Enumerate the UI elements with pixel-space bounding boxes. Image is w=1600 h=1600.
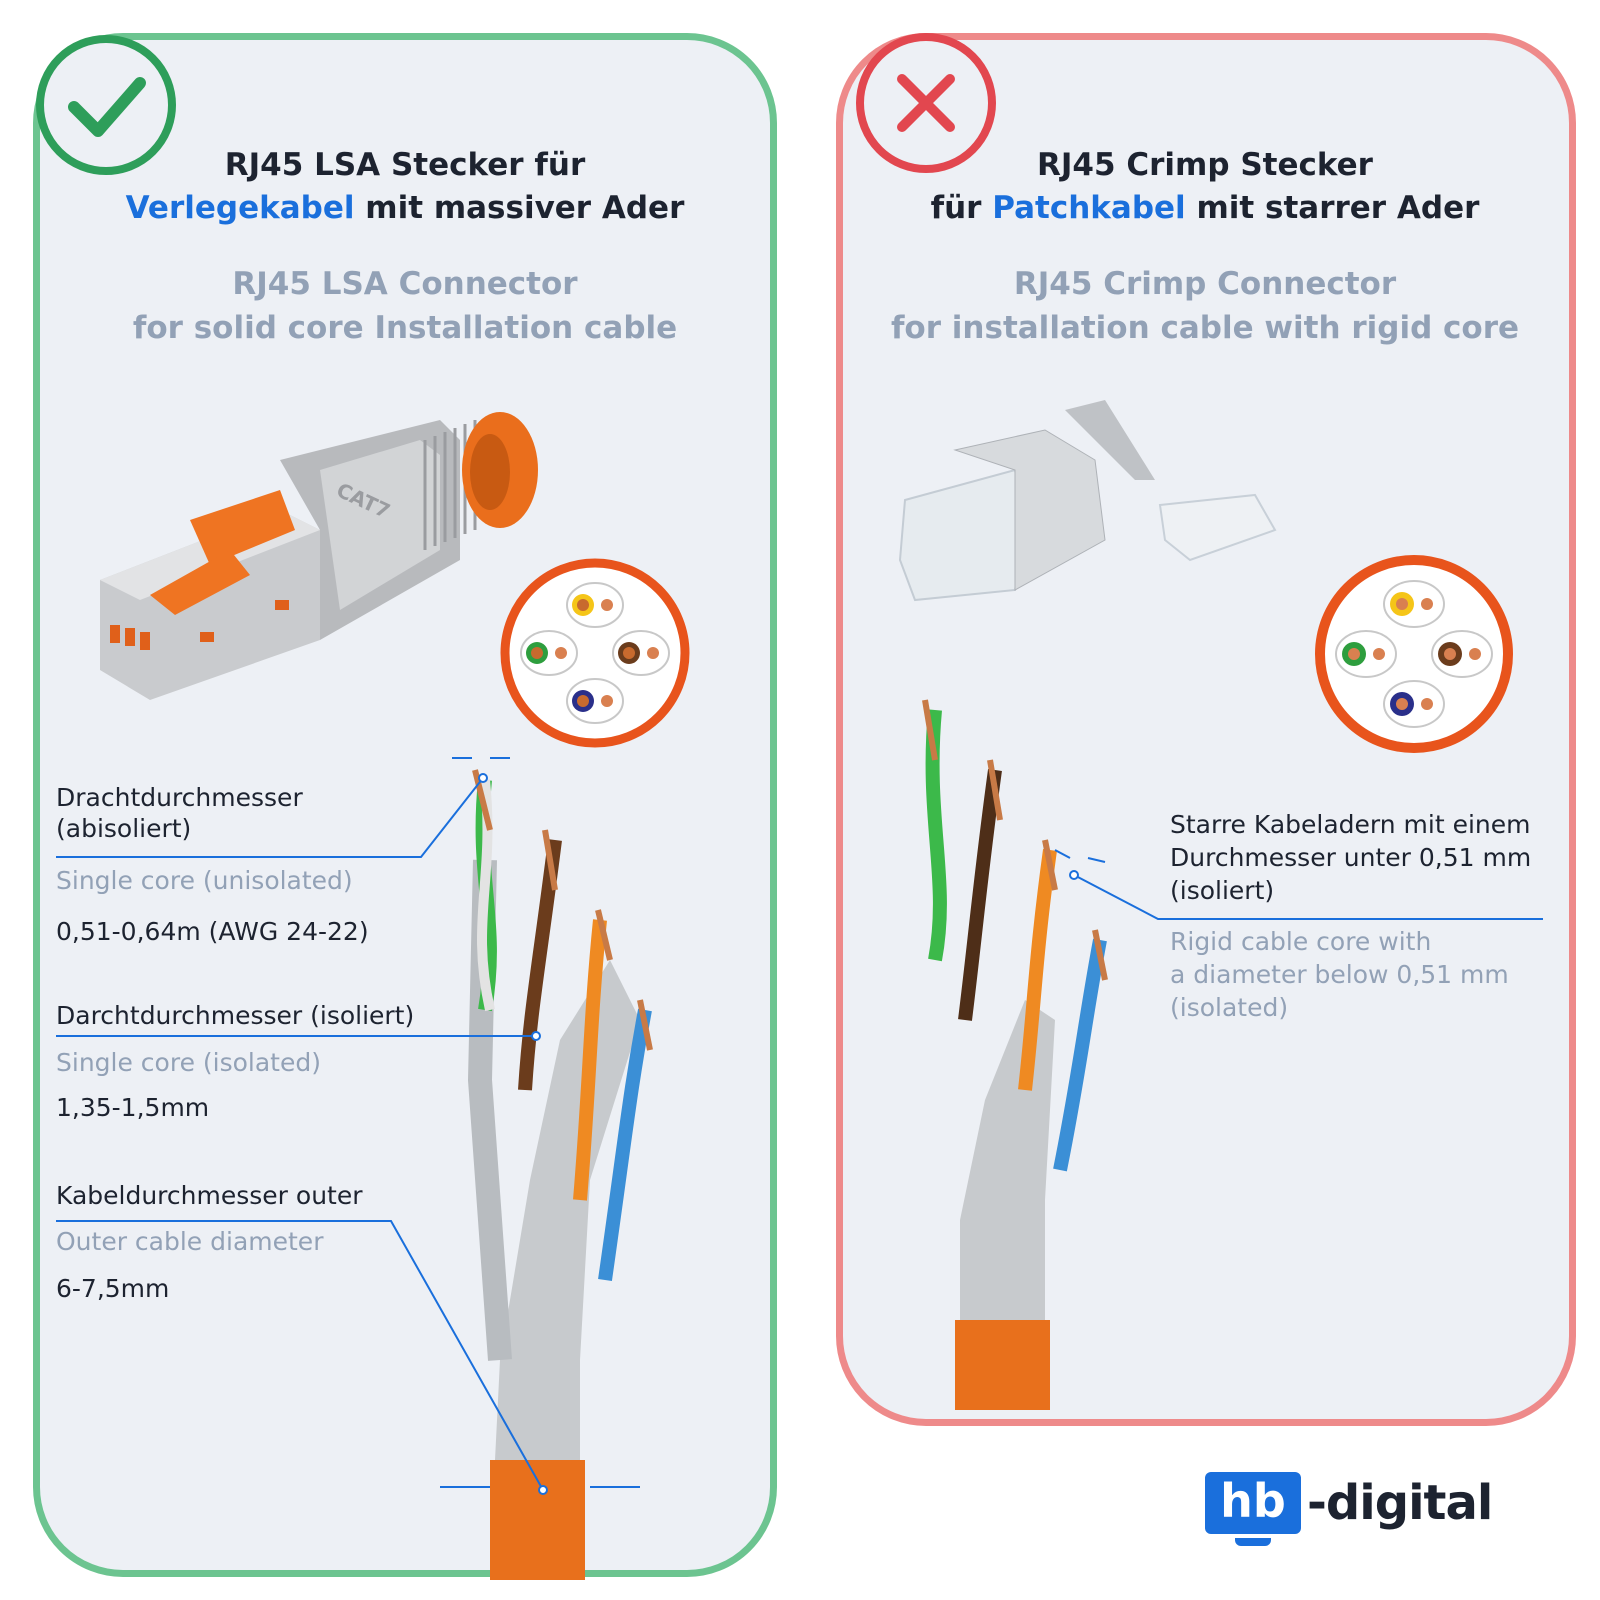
spec-outer-diameter: Kabeldurchmesser outer bbox=[56, 1181, 363, 1210]
spec-en: Outer cable diameter bbox=[56, 1227, 324, 1256]
title-rest: mit massiver Ader bbox=[354, 190, 685, 226]
spec-divider bbox=[1158, 918, 1543, 920]
spec-en-line: a diameter below 0,51 mm bbox=[1170, 960, 1509, 989]
spec-de-line: Starre Kabeladern mit einem bbox=[1170, 810, 1531, 839]
title-line2: Verlegekabel mit massiver Ader bbox=[80, 187, 730, 230]
spec-de-line2: (abisoliert) bbox=[56, 814, 192, 843]
title-line1: RJ45 Crimp Stecker bbox=[1037, 147, 1373, 183]
title-line2: für Patchkabel mit starrer Ader bbox=[880, 187, 1530, 230]
spec-de-line: Durchmesser unter 0,51 mm bbox=[1170, 843, 1532, 872]
left-subtitle: RJ45 LSA Connector for solid core Instal… bbox=[60, 262, 750, 350]
spec-en: Single core (unisolated) bbox=[56, 866, 353, 895]
subtitle-line1: RJ45 Crimp Connector bbox=[1013, 266, 1397, 302]
right-title: RJ45 Crimp Stecker für Patchkabel mit st… bbox=[880, 144, 1530, 230]
lsa-connector-image: CAT7 bbox=[100, 412, 538, 700]
spec-de: Drachtdurchmesser bbox=[56, 783, 303, 812]
spec-wire-diameter-insulated: Darchtdurchmesser (isoliert) bbox=[56, 1001, 415, 1030]
subtitle-line2: for installation cable with rigid core bbox=[890, 310, 1520, 346]
title-rest: mit starrer Ader bbox=[1185, 190, 1480, 226]
spec-en-line: Rigid cable core with bbox=[1170, 927, 1432, 956]
spec-rigid-core-de: Starre Kabeladern mit einem Durchmesser … bbox=[1170, 808, 1531, 907]
lsa-connector-panel bbox=[33, 33, 777, 1577]
left-title: RJ45 LSA Stecker für Verlegekabel mit ma… bbox=[80, 144, 730, 230]
spec-wire-diameter-stripped: Drachtdurchmesser (abisoliert) bbox=[56, 782, 303, 844]
crimp-connector-image bbox=[898, 400, 1277, 602]
spec-value: 0,51-0,64m (AWG 24-22) bbox=[56, 917, 369, 946]
checkmark-icon bbox=[36, 35, 176, 175]
title-accent: Verlegekabel bbox=[125, 190, 355, 226]
spec-rigid-core-en: Rigid cable core with a diameter below 0… bbox=[1170, 925, 1509, 1024]
cross-icon bbox=[856, 33, 996, 173]
left-cable-image bbox=[467, 769, 653, 1580]
spec-value: 6-7,5mm bbox=[56, 1274, 170, 1303]
spec-value: 1,35-1,5mm bbox=[56, 1093, 210, 1122]
logo-text: -digital bbox=[1307, 1475, 1493, 1531]
right-subtitle: RJ45 Crimp Connector for installation ca… bbox=[860, 262, 1550, 350]
spec-en-line: (isolated) bbox=[1170, 993, 1289, 1022]
logo-box-text: hb bbox=[1220, 1474, 1286, 1528]
right-cable-image bbox=[922, 699, 1108, 1410]
cable-cross-section-left bbox=[500, 558, 690, 748]
cable-cross-section-right bbox=[1315, 555, 1513, 753]
title-pre: für bbox=[930, 190, 993, 226]
logo-box: hb bbox=[1205, 1472, 1301, 1546]
spec-de-line: (isoliert) bbox=[1170, 876, 1275, 905]
subtitle-line1: RJ45 LSA Connector bbox=[232, 266, 578, 302]
title-accent: Patchkabel bbox=[992, 190, 1186, 226]
subtitle-line2: for solid core Installation cable bbox=[132, 310, 678, 346]
monitor-stand-icon bbox=[1235, 1538, 1271, 1546]
hb-digital-logo: hb -digital bbox=[1205, 1467, 1493, 1546]
title-line1: RJ45 LSA Stecker für bbox=[224, 147, 586, 183]
spec-en: Single core (isolated) bbox=[56, 1048, 321, 1077]
